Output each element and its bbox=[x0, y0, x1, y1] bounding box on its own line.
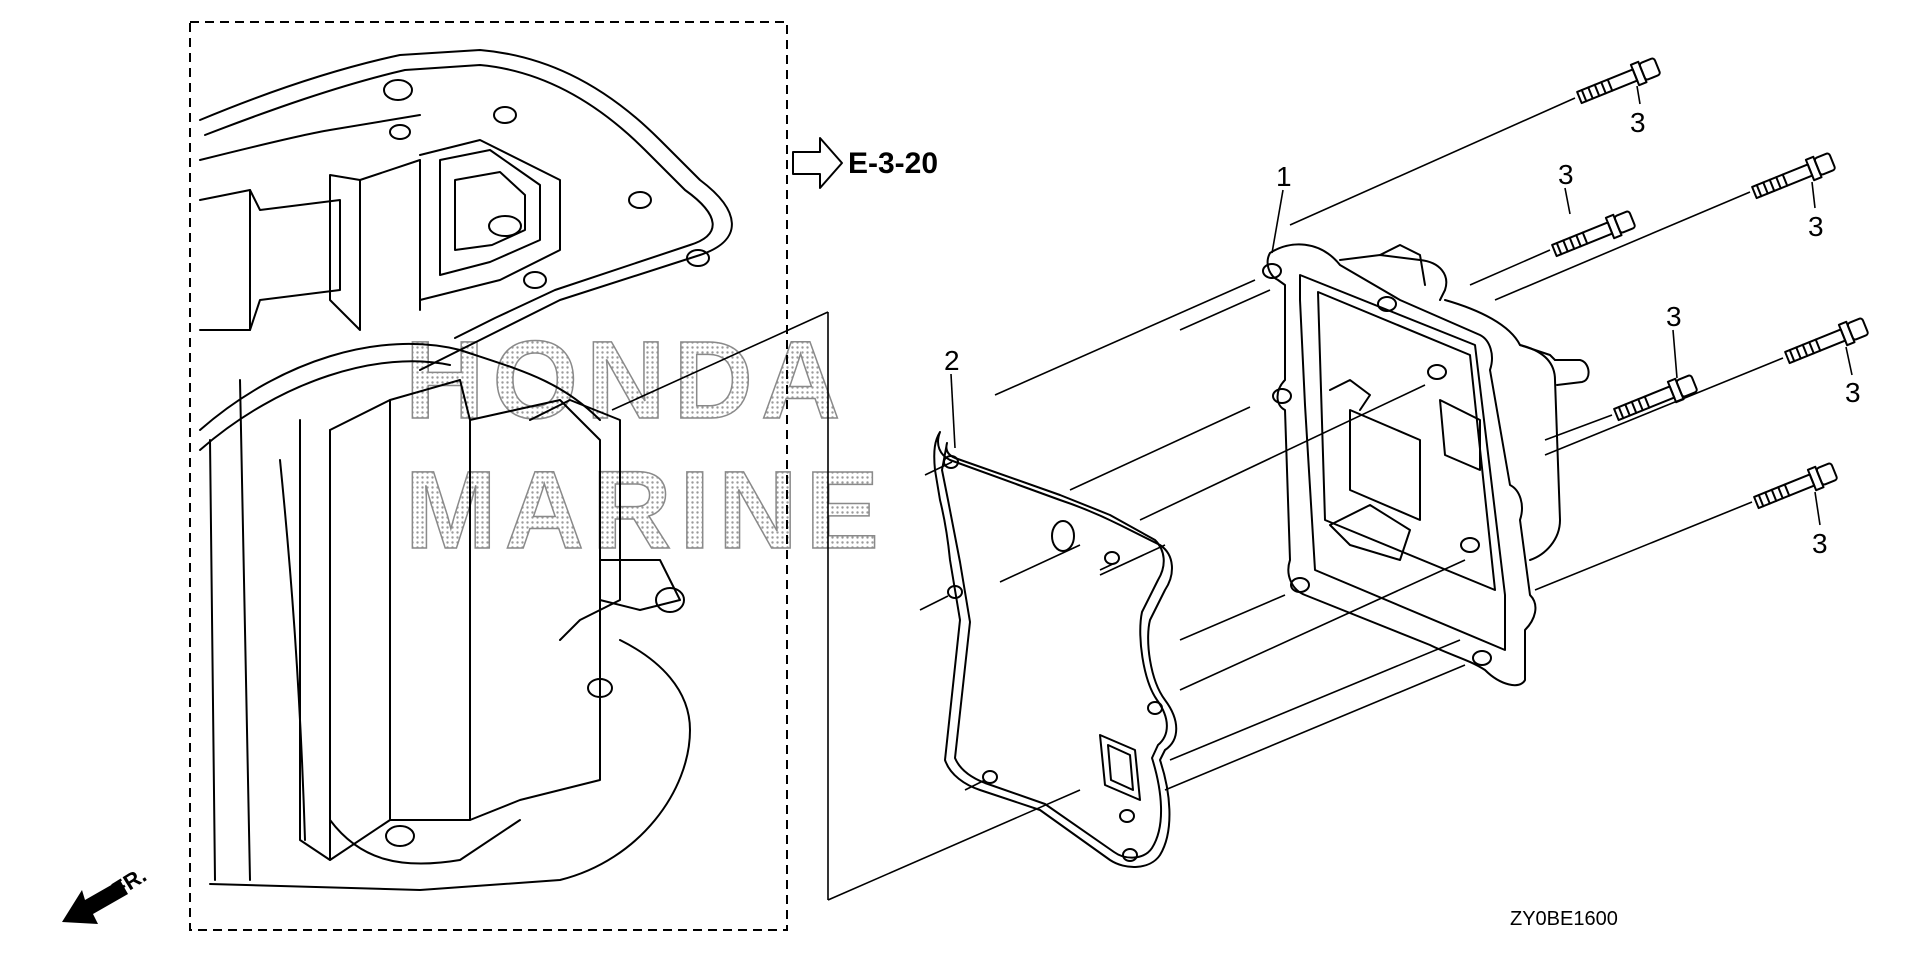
honda-marine-watermark: HONDA MARINE bbox=[404, 318, 887, 573]
extension-case bbox=[199, 49, 733, 891]
bolts bbox=[1551, 57, 1869, 510]
gasket bbox=[933, 431, 1178, 868]
callout-bolt: 3 bbox=[1666, 301, 1682, 332]
callout-bolt: 3 bbox=[1812, 528, 1828, 559]
callout-bolt: 3 bbox=[1845, 377, 1861, 408]
bolt bbox=[1613, 374, 1698, 422]
bolt bbox=[1751, 152, 1836, 200]
callout-bolt: 3 bbox=[1558, 159, 1574, 190]
alignment-lines bbox=[919, 97, 1784, 791]
callout-bolt: 3 bbox=[1808, 211, 1824, 242]
reference-label: E-3-20 bbox=[848, 147, 938, 180]
diagram-code: ZY0BE1600 bbox=[1510, 908, 1618, 930]
callout-part-1: 1 bbox=[1276, 161, 1292, 192]
reference-arrow: E-3-20 bbox=[792, 137, 938, 189]
bolt bbox=[1753, 462, 1838, 510]
callout-part-2: 2 bbox=[944, 345, 960, 376]
callouts: 1 2 3 3 3 3 3 3 bbox=[944, 107, 1861, 559]
bolt bbox=[1551, 210, 1636, 258]
front-direction-arrow: FR. bbox=[62, 862, 151, 924]
callout-bolt: 3 bbox=[1630, 107, 1646, 138]
callout-leaders bbox=[950, 85, 1853, 526]
cover bbox=[1262, 243, 1590, 687]
bolt bbox=[1784, 317, 1869, 365]
reference-frame bbox=[189, 21, 788, 931]
watermark-line1: HONDA bbox=[405, 319, 848, 442]
bolt bbox=[1576, 57, 1661, 105]
watermark-line2: MARINE bbox=[405, 449, 887, 572]
